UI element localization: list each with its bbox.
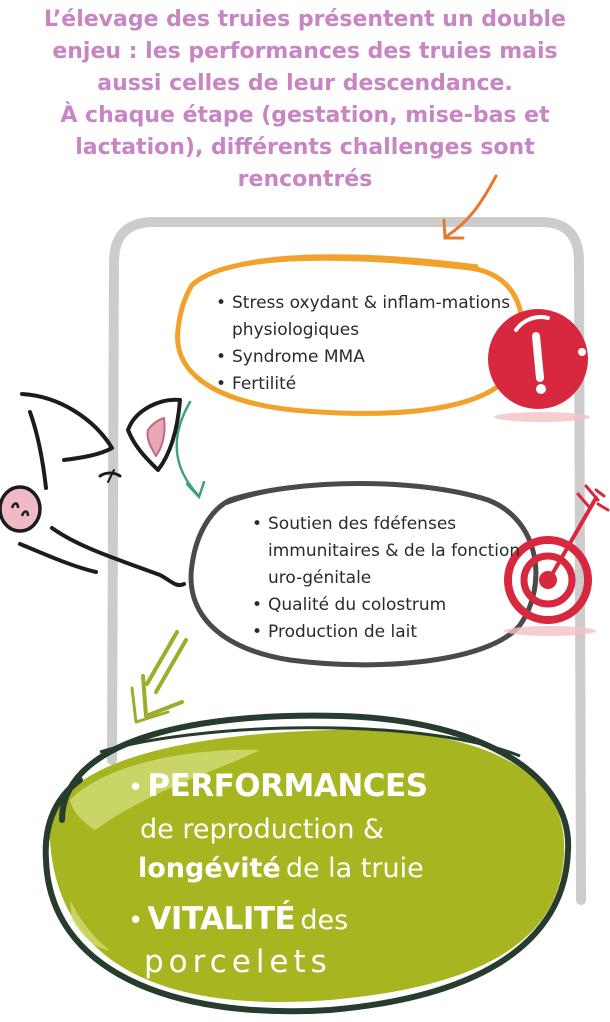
challenge-item: Stress oxydant & inflam-mations physiolo… (216, 290, 516, 344)
performance-line-1: de reproduction & (140, 814, 385, 845)
longevity-word: longévité (138, 853, 281, 884)
performance-title: PERFORMANCES (147, 768, 428, 804)
process-frame (107, 217, 586, 905)
results-blob (42, 712, 572, 1015)
intro-paragraph-1: L’élevage des truies présentent un doubl… (43, 7, 567, 96)
vitality-heading: •VITALITÉ des (128, 901, 349, 937)
intro-arrow (442, 174, 498, 240)
objective-item: Qualité du colostrum (252, 592, 522, 619)
objective-item: Production de lait (252, 619, 522, 646)
performance-heading: •PERFORMANCES (128, 768, 428, 804)
challenge-item: Syndrome MMA (216, 344, 516, 371)
challenges-list: Stress oxydant & inflam-mations physiolo… (216, 290, 516, 398)
vitality-title: VITALITÉ (147, 901, 296, 937)
challenge-item: Fertilité (216, 371, 516, 398)
performance-suffix: de la truie (285, 853, 424, 884)
pig-snout (0, 485, 42, 533)
intro-paragraph-2: À chaque étape (gestation, mise-bas et l… (60, 103, 550, 192)
pig-head-illustration (18, 392, 186, 587)
transition-arrow (175, 400, 206, 500)
results-text: •PERFORMANCES de reproduction & longévit… (128, 766, 508, 979)
objectives-list: Soutien des fdéfenses immunitaires & de … (252, 511, 522, 646)
performance-line-2: longévité de la truie (138, 849, 508, 892)
vitality-word: des (300, 905, 349, 936)
result-arrow (130, 630, 188, 724)
objective-item: Soutien des fdéfenses immunitaires & de … (252, 511, 522, 592)
vitality-line: porcelets (144, 944, 332, 980)
intro-text: L’élevage des truies présentent un doubl… (20, 4, 590, 196)
